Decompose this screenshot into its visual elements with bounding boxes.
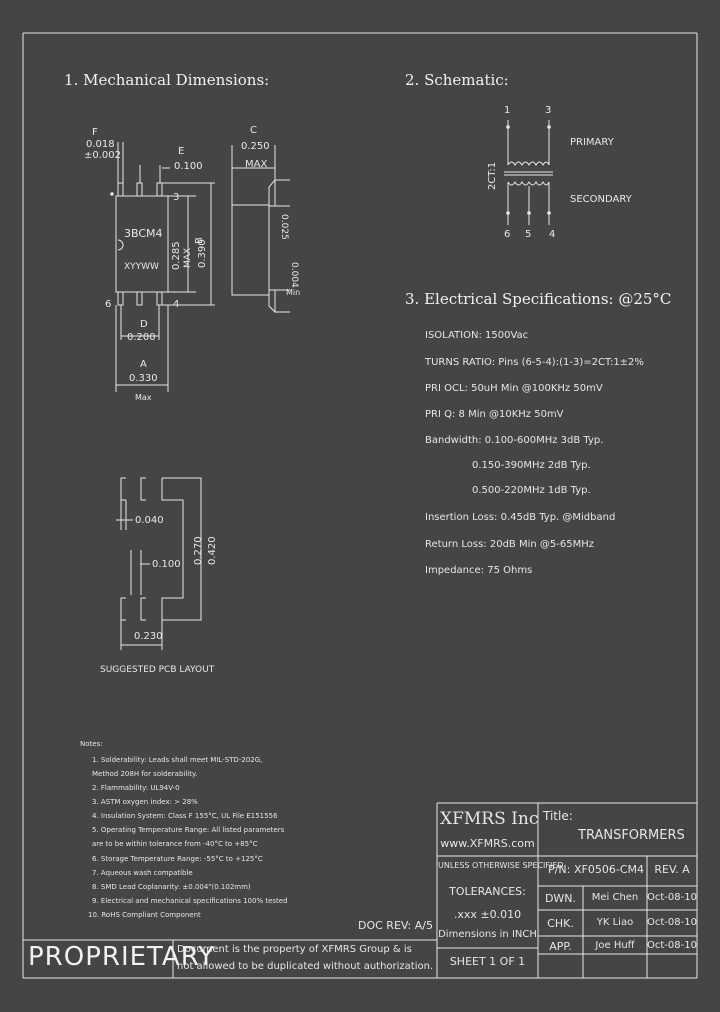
note-item: 5. Operating Temperature Range: All list…: [92, 826, 285, 834]
schem-pin-1: 1: [504, 105, 511, 116]
dim-E-label: E: [178, 146, 185, 157]
chk-label: CHK.: [547, 917, 574, 930]
schematic-heading: 2. Schematic:: [405, 71, 509, 89]
dim-B-overall: 0.390: [197, 239, 208, 268]
pcb-dim-230: 0.230: [134, 631, 163, 642]
dim-D-value: 0.200: [127, 332, 156, 343]
note-item: 7. Aqueous wash compatible: [92, 869, 193, 877]
schem-pin-3: 3: [545, 105, 552, 116]
spec-return-loss: Return Loss: 20dB Min @5-65MHz: [425, 539, 594, 550]
electrical-spec-heading: 3. Electrical Specifications: @25°C: [405, 290, 672, 308]
doc-revision: DOC REV: A/5: [358, 919, 433, 932]
note-item: 2. Flammability: UL94V-0: [92, 784, 180, 792]
note-item: 3. ASTM oxygen index: > 28%: [92, 798, 198, 806]
chk-name: YK Liao: [596, 917, 634, 928]
pcb-layout: [116, 477, 202, 650]
spec-bandwidth-1db: 0.500-220MHz 1dB Typ.: [472, 485, 591, 496]
title-value: TRANSFORMERS: [578, 828, 685, 843]
pin-6-label: 6: [105, 299, 112, 310]
pcb-dim-270: 0.270: [193, 536, 204, 565]
pcb-caption: SUGGESTED PCB LAYOUT: [100, 665, 215, 675]
pcb-dim-420: 0.420: [207, 536, 218, 565]
notes-title: Notes:: [80, 740, 103, 748]
part-number-label: P/N:: [548, 863, 571, 876]
note-item: 4. Insulation System: Class F 155°C, UL …: [92, 812, 278, 820]
title-block-grid: [23, 802, 697, 978]
schem-pin-4: 4: [549, 229, 556, 240]
app-date: Oct-08-10: [647, 940, 697, 951]
dim-C-value: 0.250: [241, 141, 270, 152]
spec-bandwidth-3db: Bandwidth: 0.100-600MHz 3dB Typ.: [425, 435, 604, 446]
dim-F-label: F: [92, 127, 98, 138]
dim-E-value: 0.100: [174, 161, 203, 172]
spec-pri-q: PRI Q: 8 Min @10KHz 50mV: [425, 409, 564, 420]
company-website[interactable]: www.XFMRS.com: [440, 837, 535, 850]
schem-secondary-label: SECONDARY: [570, 194, 632, 205]
revision: REV. A: [654, 863, 690, 876]
note-item: 1. Solderability: Leads shall meet MIL-S…: [92, 756, 263, 764]
dim-B-value: 0.285: [171, 241, 182, 270]
tolerances-label: TOLERANCES:: [449, 885, 526, 898]
dim-C-max: MAX: [245, 159, 268, 170]
note-item: are to be within tolerance from -40°C to…: [92, 840, 258, 848]
app-label: APP.: [549, 940, 572, 953]
chk-date: Oct-08-10: [647, 917, 697, 928]
pcb-dim-040: 0.040: [135, 515, 164, 526]
pin-3-label: 3: [173, 192, 180, 203]
side-dim-025: 0.025: [279, 214, 289, 240]
dwn-name: Mei Chen: [591, 892, 639, 903]
note-item: 9. Electrical and mechanical specificati…: [92, 897, 288, 905]
tolerance-value: .xxx ±0.010: [453, 908, 522, 921]
dim-C-label: C: [250, 125, 257, 136]
spec-isolation: ISOLATION: 1500Vac: [425, 330, 529, 341]
side-dim-004: 0.004: [289, 262, 299, 288]
spec-insertion-loss: Insertion Loss: 0.45dB Typ. @Midband: [425, 512, 616, 523]
dimensions-unit: Dimensions in INCH: [438, 929, 537, 940]
schematic-drawing: [504, 120, 553, 225]
mech-dimensions-heading: 1. Mechanical Dimensions:: [64, 71, 270, 89]
schem-primary-label: PRIMARY: [570, 137, 614, 148]
pin-4-label: 4: [173, 299, 180, 310]
pcb-dim-100: 0.100: [152, 559, 181, 570]
app-name: Joe Huff: [595, 940, 635, 951]
spec-turns-ratio: TURNS RATIO: Pins (6-5-4):(1-3)=2CT:1±2%: [425, 357, 644, 368]
dim-A-max: Max: [135, 393, 152, 402]
note-item: 8. SMD Lead Coplanarity: ±0.004"(0.102mm…: [92, 883, 251, 891]
title-label: Title:: [543, 809, 573, 823]
date-code: XYYWW: [124, 262, 159, 272]
schem-pin-6: 6: [504, 229, 511, 240]
part-marking: 3BCM4: [124, 227, 163, 240]
spec-bandwidth-2db: 0.150-390MHz 2dB Typ.: [472, 460, 591, 471]
spec-impedance: Impedance: 75 Ohms: [425, 565, 533, 576]
package-top-view: [110, 142, 215, 392]
proprietary-line-1: Document is the property of XFMRS Group …: [177, 944, 412, 955]
note-item: 10. RoHS Compliant Component: [88, 911, 201, 919]
dim-A-value: 0.330: [129, 373, 158, 384]
proprietary-line-2: not allowed to be duplicated without aut…: [177, 961, 434, 972]
package-side-view: [231, 145, 290, 314]
schem-turns-ratio: 2CT:1: [487, 161, 498, 190]
unless-specified: UNLESS OTHERWISE SPECIFIED: [438, 861, 564, 870]
schem-pin-5: 5: [525, 229, 532, 240]
proprietary-banner: PROPRIETARY: [28, 942, 215, 972]
dim-A-label: A: [140, 359, 147, 370]
company-name: XFMRS Inc: [440, 809, 539, 829]
side-dim-min: Min: [286, 288, 301, 297]
dim-D-label: D: [140, 319, 148, 330]
note-item: Method 208H for solderability.: [92, 770, 198, 778]
dwn-label: DWN.: [544, 892, 577, 905]
dim-F-tolerance: ±0.002: [84, 150, 122, 161]
dim-F-value: 0.018: [86, 139, 115, 150]
dwn-date: Oct-08-10: [647, 892, 697, 903]
spec-pri-ocl: PRI OCL: 50uH Min @100KHz 50mV: [425, 383, 603, 394]
part-number: XF0506-CM4: [574, 863, 644, 876]
sheet-number: SHEET 1 OF 1: [449, 955, 526, 968]
dim-B-max: MAX: [183, 247, 193, 268]
note-item: 6. Storage Temperature Range: -55°C to +…: [92, 855, 263, 863]
